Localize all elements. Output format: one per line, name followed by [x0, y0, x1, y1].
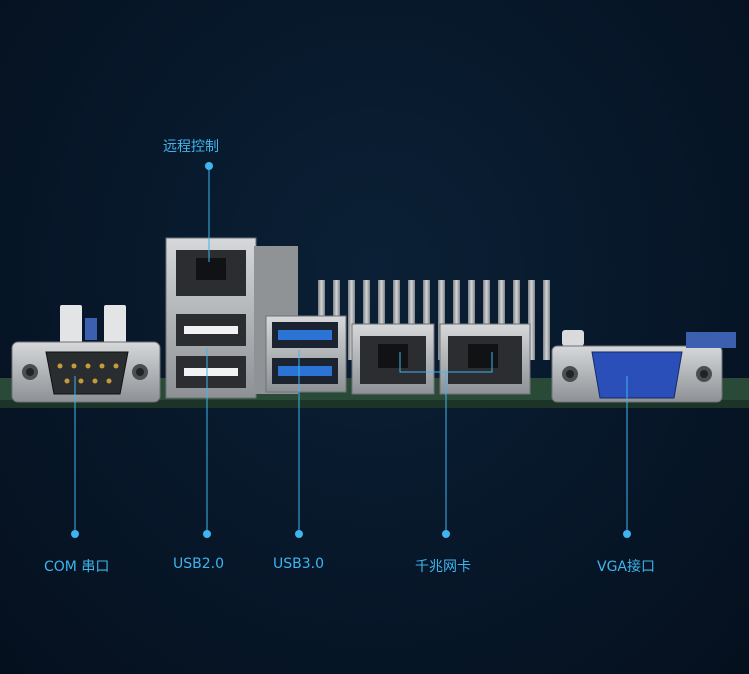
label-usb3: USB3.0	[273, 556, 325, 572]
usb2-dot	[203, 530, 211, 538]
usb3-dot	[295, 530, 303, 538]
remote-dot	[205, 162, 213, 170]
usb3-stack	[265, 315, 347, 393]
label-vga: VGA接口	[597, 559, 656, 575]
label-gigabit-lan: 千兆网卡	[415, 559, 471, 575]
label-usb2: USB2.0	[173, 556, 225, 572]
callout-lines	[74, 166, 628, 534]
com-dot	[71, 530, 79, 538]
com-port-connector	[11, 305, 161, 403]
lan-ports	[351, 323, 531, 395]
label-com-port: COM 串口	[44, 559, 110, 575]
label-remote-control: 远程控制	[163, 139, 219, 155]
lan-dot	[442, 530, 450, 538]
callout-dots	[71, 162, 631, 538]
vga-connector	[551, 330, 736, 403]
vga-dot	[623, 530, 631, 538]
